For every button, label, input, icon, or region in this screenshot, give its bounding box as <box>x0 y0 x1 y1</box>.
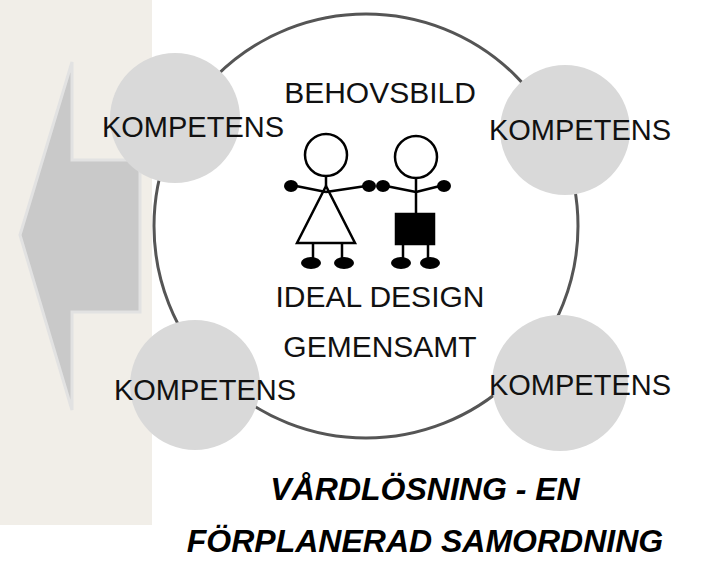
caption: VÅRDLÖSNING - EN FÖRPLANERAD SAMORDNING <box>175 463 675 563</box>
competence-label: KOMPETENS <box>114 376 296 405</box>
competence-label: KOMPETENS <box>489 371 671 400</box>
hands-feet <box>284 180 451 269</box>
stick-figures <box>296 134 440 260</box>
competence-node: KOMPETENS <box>110 53 240 183</box>
competence-node: KOMPETENS <box>500 65 630 195</box>
competence-label: KOMPETENS <box>102 113 284 142</box>
competence-label: KOMPETENS <box>489 116 671 145</box>
ideal-design-text: IDEAL DESIGN GEMENSAMT <box>240 272 520 372</box>
competence-node: KOMPETENS <box>130 320 260 450</box>
need-picture-heading: BEHOVSBILD <box>284 78 476 108</box>
competence-node: KOMPETENS <box>492 315 628 451</box>
